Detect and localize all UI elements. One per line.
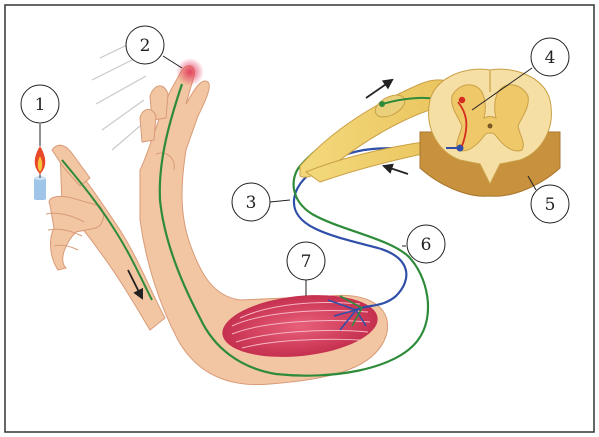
spinal-cord-cross-section bbox=[420, 69, 560, 196]
callout-4: 4 bbox=[531, 38, 569, 76]
callout-3: 3 bbox=[232, 183, 270, 221]
arrow-up-right-icon bbox=[366, 80, 392, 98]
callout-label: 2 bbox=[140, 36, 151, 56]
callout-label: 4 bbox=[545, 48, 556, 68]
callout-label: 3 bbox=[246, 193, 257, 213]
candle bbox=[34, 146, 46, 200]
interneuron-cell-body bbox=[459, 97, 465, 103]
pain-spot bbox=[176, 58, 204, 86]
callout-label: 1 bbox=[35, 95, 46, 115]
callout-7: 7 bbox=[287, 242, 325, 280]
arrow-left-icon bbox=[384, 166, 408, 174]
callout-2: 2 bbox=[126, 26, 164, 64]
callout-5: 5 bbox=[531, 185, 569, 223]
callout-label: 6 bbox=[421, 235, 432, 255]
callout-label: 7 bbox=[301, 252, 312, 272]
callout-6: 6 bbox=[407, 225, 445, 263]
callout-label: 5 bbox=[545, 195, 556, 215]
callout-1: 1 bbox=[21, 85, 59, 123]
